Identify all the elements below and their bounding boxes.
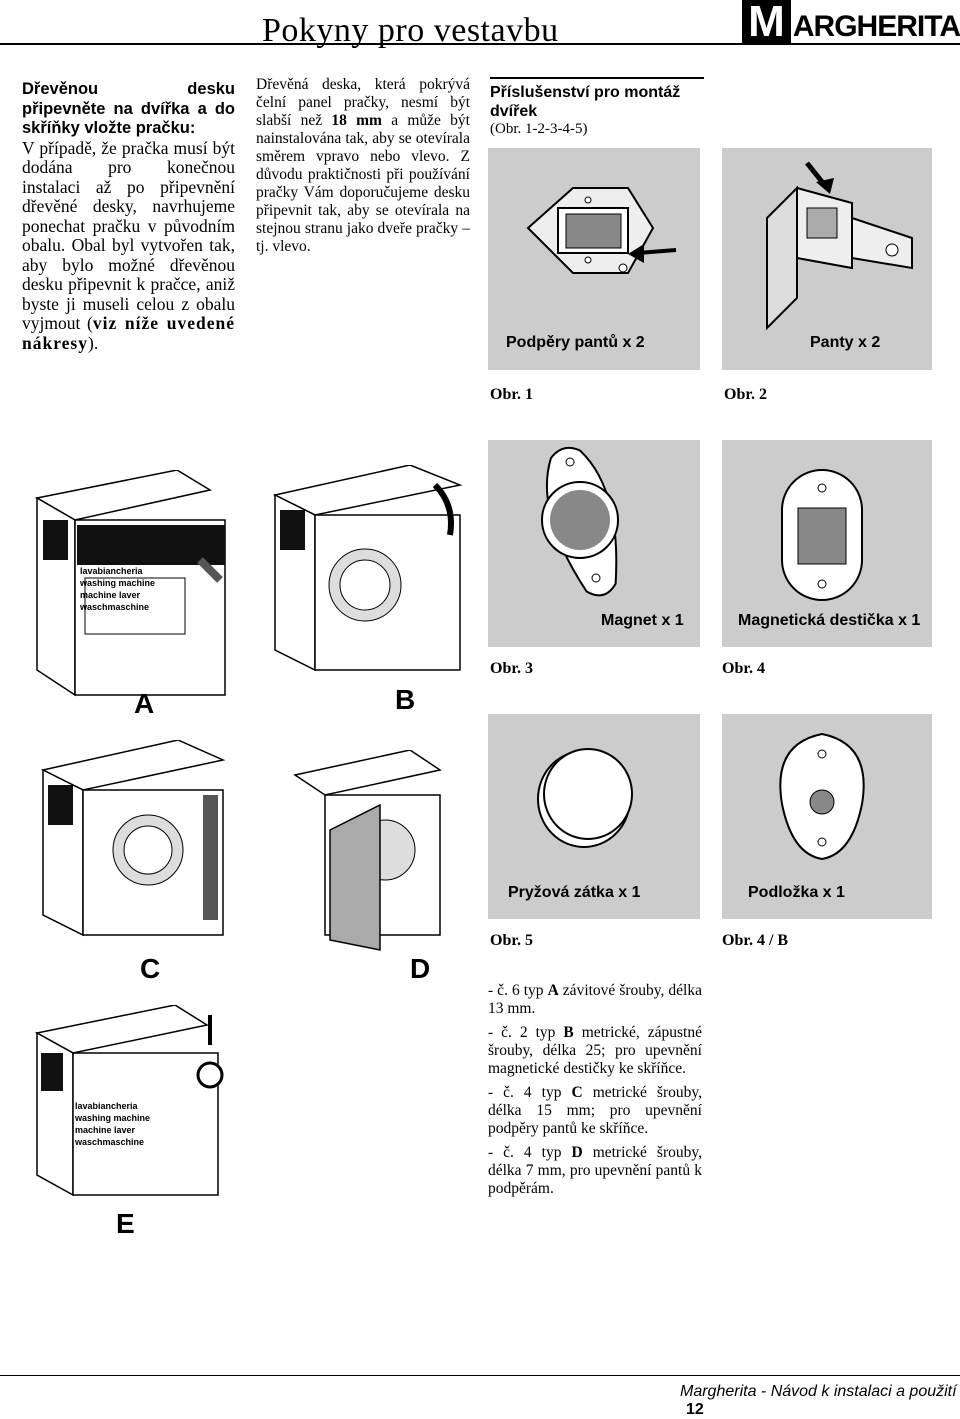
step-a-drawing — [35, 470, 226, 697]
step-e-label: E — [116, 1208, 135, 1239]
board-column: Dřevěná deska, která pokrývá čelní panel… — [256, 76, 470, 256]
hinge-drawing — [766, 161, 913, 331]
step-a-label: A — [134, 688, 155, 719]
box-label-a-l4: waschmaschine — [80, 602, 150, 612]
step-b-drawing — [272, 465, 463, 672]
box-label-e-l3: machine laver — [75, 1125, 136, 1135]
fig2-hinges: Panty x 2 — [722, 148, 932, 370]
screw-a-post: závitové šrouby, délka 13 mm. — [488, 982, 702, 1017]
page-number: 12 — [686, 1401, 704, 1418]
board-text-c: a může být nainstalována tak, aby se ote… — [256, 112, 470, 255]
fig1-caption: Podpěry pantů x 2 — [506, 334, 645, 351]
box-label-e-l4: waschmaschine — [75, 1137, 145, 1147]
screw-item: - č. 2 typ B metrické, zápustné šrouby, … — [488, 1024, 702, 1078]
screw-c-type: C — [571, 1084, 583, 1101]
box-label-a: lavabiancheria washing machine machine l… — [80, 565, 155, 613]
screw-d-pre: - č. 4 typ — [488, 1144, 572, 1161]
screw-b-post: metrické, zápustné šrouby, délka 25; pro… — [488, 1024, 702, 1077]
fig6-washer: Podložka x 1 — [722, 714, 932, 919]
magnet-drawing — [541, 446, 619, 597]
fig1-hinge-supports: Podpěry pantů x 2 — [488, 148, 700, 370]
step-e-drawing — [35, 1005, 224, 1197]
rubber-plug-drawing — [537, 748, 633, 848]
screw-d-type: D — [571, 1144, 583, 1161]
fig6-label: Obr. 4 / B — [722, 932, 789, 949]
footer-rule — [0, 1375, 960, 1376]
screw-b-pre: - č. 2 typ — [488, 1024, 564, 1041]
brand-name: ARGHERITA — [792, 10, 960, 43]
screw-item: - č. 6 typ A závitové šrouby, délka 13 m… — [488, 982, 702, 1018]
box-label-e: lavabiancheria washing machine machine l… — [75, 1100, 150, 1148]
step-d-drawing — [293, 750, 442, 951]
page-title: Pokyny pro vestavbu — [262, 12, 559, 49]
board-thickness: 18 mm — [331, 112, 382, 129]
fig3-label: Obr. 3 — [490, 660, 533, 677]
hinge-support-drawing — [526, 187, 677, 274]
screw-c-pre: - č. 4 typ — [488, 1084, 572, 1101]
screw-b-type: B — [563, 1024, 574, 1041]
fig5-label: Obr. 5 — [490, 932, 533, 949]
accessories-header: Příslušenství pro montáž dvířek (Obr. 1-… — [490, 77, 704, 138]
box-label-e-l1: lavabiancheria — [75, 1101, 138, 1111]
box-label-a-l3: machine laver — [80, 590, 141, 600]
board-text-a: Dřevěná deska, která pokrývá čelní panel… — [256, 76, 470, 129]
box-label-a-l1: lavabiancheria — [80, 566, 143, 576]
magnetic-plate-drawing — [781, 469, 863, 601]
fig2-caption: Panty x 2 — [810, 334, 881, 351]
screw-a-type: A — [547, 982, 559, 999]
footer-text: Margherita - Návod k instalaci a použití — [680, 1383, 957, 1400]
fig3-caption: Magnet x 1 — [601, 612, 684, 629]
brand-logo: M ARGHERITA — [742, 0, 960, 46]
footer: Margherita - Návod k instalaci a použití… — [680, 1383, 960, 1419]
intro-column: Dřevěnou desku připevněte na dvířka a do… — [22, 80, 235, 353]
fig2-label: Obr. 2 — [724, 386, 767, 403]
fig4-magnetic-plate: Magnetická destička x 1 — [722, 440, 932, 647]
box-label-a-l2: washing machine — [80, 578, 156, 588]
fig6-caption: Podložka x 1 — [748, 884, 845, 901]
screw-c-post: metrické šrouby, délka 15 mm; pro upevně… — [488, 1084, 702, 1137]
accessories-heading: Příslušenství pro montáž dvířek — [490, 77, 704, 121]
screw-item: - č. 4 typ D metrické šrouby, délka 7 mm… — [488, 1144, 702, 1198]
fig4-label: Obr. 4 — [722, 660, 765, 677]
intro-heading: Dřevěnou desku připevněte na dvířka a do… — [22, 80, 235, 137]
washer-drawing — [779, 732, 865, 861]
step-c-label: C — [140, 953, 161, 984]
accessories-ref: (Obr. 1-2-3-4-5) — [490, 121, 588, 137]
header-rule — [0, 43, 960, 45]
fig5-caption: Pryžová zátka x 1 — [508, 884, 641, 901]
fig5-rubber-plug: Pryžová zátka x 1 — [488, 714, 700, 919]
fig3-magnet: Magnet x 1 — [488, 440, 700, 647]
fig4-caption: Magnetická destička x 1 — [738, 612, 921, 629]
step-c-drawing — [40, 740, 226, 937]
screw-d-post: metrické šrouby, délka 7 mm, pro upevněn… — [488, 1144, 702, 1197]
brand-initial: M — [742, 0, 791, 46]
screw-item: - č. 4 typ C metrické šrouby, délka 15 m… — [488, 1084, 702, 1138]
intro-text: V případě, že pračka musí být dodána pro… — [22, 137, 235, 333]
box-label-e-l2: washing machine — [75, 1113, 151, 1123]
step-d-label: D — [410, 953, 431, 984]
step-b-label: B — [395, 684, 416, 715]
intro-emphasis: viz níže uvedené nákresy — [22, 313, 235, 353]
intro-tail: ). — [88, 332, 99, 353]
screw-a-pre: - č. 6 typ — [488, 982, 548, 999]
screws-list: - č. 6 typ A závitové šrouby, délka 13 m… — [488, 982, 702, 1204]
fig1-label: Obr. 1 — [490, 386, 533, 403]
